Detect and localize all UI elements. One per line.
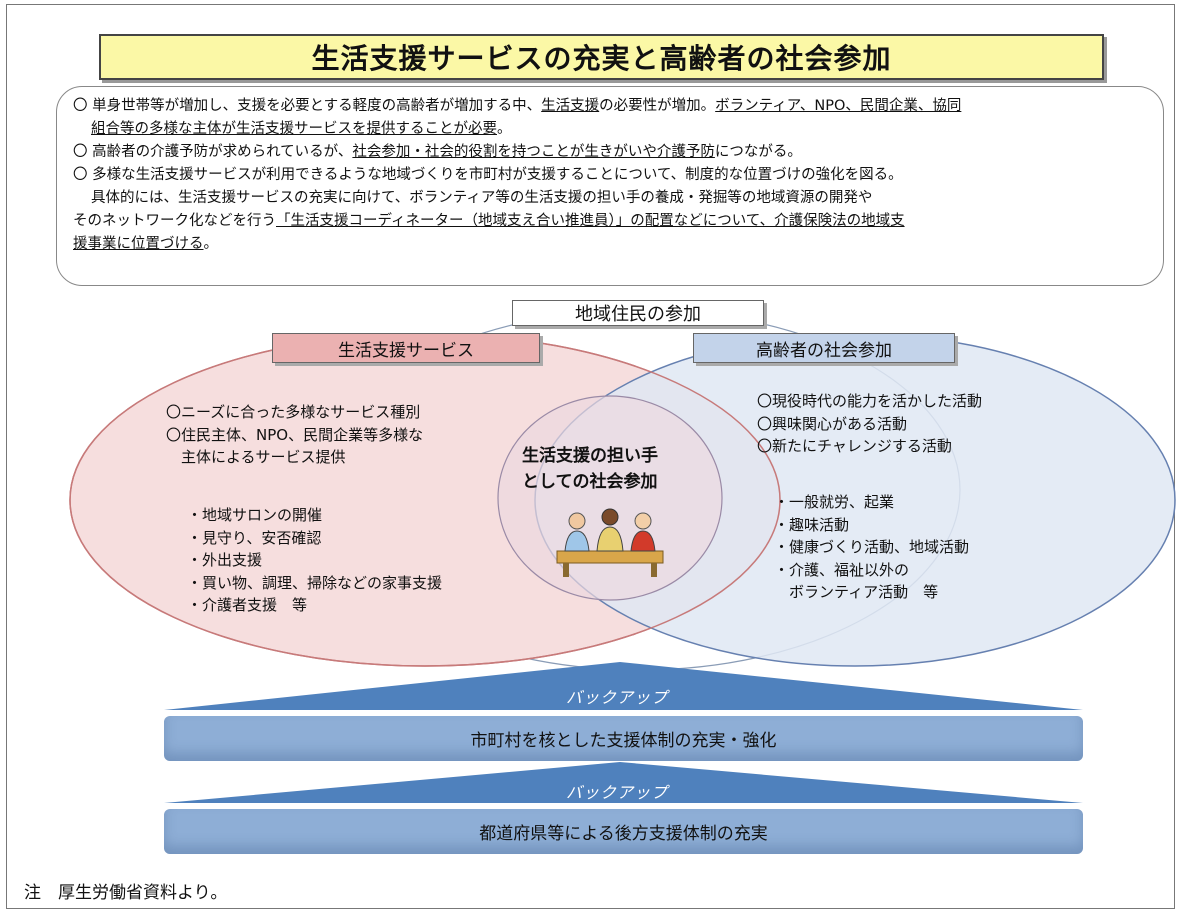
center-label: 生活支援の担い手 としての社会参加 — [522, 446, 658, 492]
list-item: 〇興味関心がある活動 — [757, 414, 908, 433]
list-item: ボランティア活動 等 — [774, 583, 939, 601]
list-item: 〇新たにチャレンジする活動 — [757, 437, 952, 455]
left-activity-list: ・地域サロンの開催 ・見守り、安否確認 ・外出支援 ・買い物、調理、掃除などの家… — [187, 504, 442, 617]
right-needs-list: 〇現役時代の能力を活かした活動 〇興味関心がある活動 〇新たにチャレンジする活動 — [757, 390, 982, 458]
summary-line: 〇 高齢者の介護予防が求められているが、社会参加・社会的役割を持つことが生きがい… — [73, 144, 802, 160]
backup-triangle-1 — [164, 662, 1083, 710]
list-item: ・一般就労、起業 — [774, 493, 895, 511]
summary-line: 〇 多様な生活支援サービスが利用できるような地域づくりを市町村が支援することにつ… — [73, 167, 903, 183]
summary-line: そのネットワーク化などを行う「生活支援コーディネーター（地域支え合い推進員）」の… — [73, 213, 905, 229]
list-item: ・趣味活動 — [774, 515, 850, 534]
right-activity-list: ・一般就労、起業 ・趣味活動 ・健康づくり活動、地域活動 ・介護、福祉以外の ボ… — [774, 491, 969, 604]
backup-label: バックアップ — [566, 688, 669, 707]
list-item: ・介護、福祉以外の — [774, 560, 910, 579]
list-item: ・地域サロンの開催 — [187, 506, 323, 524]
municipal-support-bar: 市町村を核とした支援体制の充実・強化 — [164, 716, 1083, 761]
list-item: ・健康づくり活動、地域活動 — [774, 538, 970, 556]
life-support-label: 生活支援サービス — [272, 333, 540, 363]
senior-participation-label: 高齢者の社会参加 — [693, 333, 955, 363]
summary-box: 〇 単身世帯等が増加し、支援を必要とする軽度の高齢者が増加する中、生活支援の必要… — [56, 86, 1164, 286]
backup-triangle-2 — [164, 762, 1083, 803]
resident-participation-label: 地域住民の参加 — [512, 300, 764, 326]
summary-line: 援事業に位置づける。 — [73, 236, 218, 252]
people-talking-illustration — [556, 508, 664, 577]
backup-label: バックアップ — [566, 783, 669, 802]
page-title: 生活支援サービスの充実と高齢者の社会参加 — [99, 34, 1104, 80]
page-frame — [6, 4, 1175, 909]
summary-line: 具体的には、生活支援サービスの充実に向けて、ボランティア等の生活支援の担い手の養… — [91, 190, 873, 206]
list-item: 〇現役時代の能力を活かした活動 — [757, 392, 983, 410]
list-item: ・買い物、調理、掃除などの家事支援 — [187, 573, 443, 592]
summary-line: 組合等の多様な主体が生活支援サービスを提供することが必要。 — [91, 121, 512, 137]
center-ellipse — [497, 395, 723, 601]
summary-line: 〇 単身世帯等が増加し、支援を必要とする軽度の高齢者が増加する中、生活支援の必要… — [73, 98, 962, 114]
list-item: 主体によるサービス提供 — [166, 448, 346, 466]
list-item: ・介護者支援 等 — [187, 596, 308, 614]
list-item: ・外出支援 — [187, 551, 263, 569]
list-item: ・見守り、安否確認 — [187, 528, 322, 547]
left-needs-list: 〇ニーズに合った多様なサービス種別 〇住民主体、NPO、民間企業等多様な 主体に… — [166, 401, 423, 469]
list-item: 〇ニーズに合った多様なサービス種別 — [166, 403, 421, 421]
source-note: 注 厚生労働省資料より。 — [24, 883, 228, 903]
list-item: 〇住民主体、NPO、民間企業等多様な — [166, 425, 424, 444]
prefecture-support-bar: 都道府県等による後方支援体制の充実 — [164, 809, 1083, 854]
